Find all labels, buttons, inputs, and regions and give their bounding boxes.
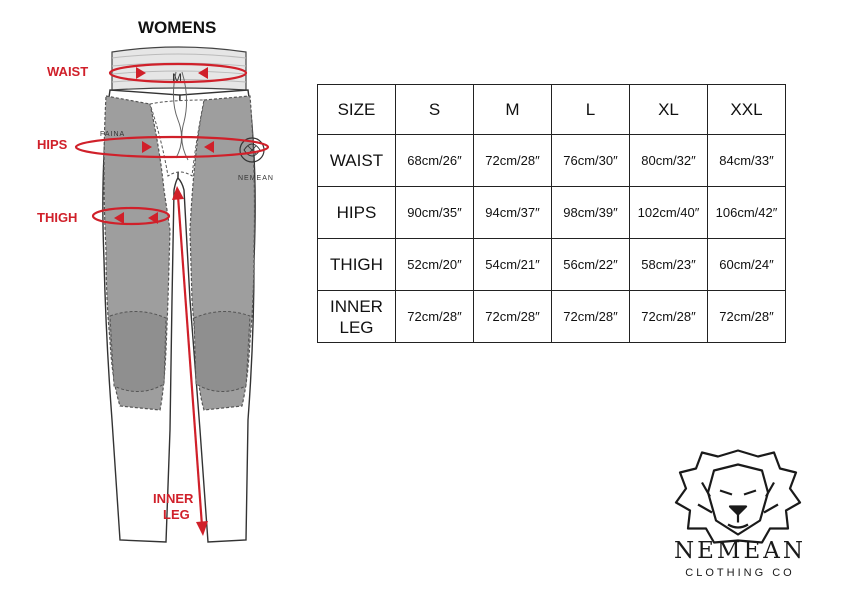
- inner-leg-measure-arrow: [172, 186, 208, 536]
- table-cell: 56cm/22″: [551, 238, 630, 291]
- inner-leg-label-line2: LEG: [163, 507, 190, 522]
- row-label-inner-leg: INNER LEG: [317, 290, 396, 343]
- row-label-thigh: THIGH: [317, 238, 396, 291]
- row-label-hips: HIPS: [317, 186, 396, 239]
- table-row-inner-leg: INNER LEG 72cm/28″ 72cm/28″ 72cm/28″ 72c…: [317, 290, 786, 343]
- table-cell: 68cm/26″: [395, 134, 474, 187]
- thigh-label: THIGH: [37, 210, 78, 225]
- waistband: [111, 46, 247, 91]
- waist-label: WAIST: [47, 64, 89, 79]
- table-cell: 72cm/28″: [551, 290, 630, 343]
- table-cell: 106cm/42″: [707, 186, 786, 239]
- row-label-waist: WAIST: [317, 134, 396, 187]
- table-cell: 52cm/20″: [395, 238, 474, 291]
- table-cell: 90cm/35″: [395, 186, 474, 239]
- table-cell: 94cm/37″: [473, 186, 552, 239]
- header-cell-m: M: [473, 84, 552, 135]
- header-cell-xl: XL: [629, 84, 708, 135]
- header-cell-xxl: XXL: [707, 84, 786, 135]
- right-knee-patch: [193, 311, 251, 392]
- inner-leg-label: INNER LEG: [153, 491, 193, 523]
- table-row-hips: HIPS 90cm/35″ 94cm/37″ 98cm/39″ 102cm/40…: [317, 186, 786, 239]
- drawstring: [172, 71, 189, 161]
- left-knee-patch: [109, 311, 167, 392]
- table-cell: 80cm/32″: [629, 134, 708, 187]
- header-cell-l: L: [551, 84, 630, 135]
- table-cell: 84cm/33″: [707, 134, 786, 187]
- table-cell: 60cm/24″: [707, 238, 786, 291]
- inner-leg-label-line1: INNER: [153, 491, 194, 506]
- waist-measure-ellipse: [108, 62, 248, 84]
- table-cell: 54cm/21″: [473, 238, 552, 291]
- lion-head-icon: [674, 449, 802, 544]
- table-cell: 76cm/30″: [551, 134, 630, 187]
- table-cell: 72cm/28″: [707, 290, 786, 343]
- row-label-inner-leg-line1: INNER: [330, 296, 383, 316]
- pants-diagram: WOMENS M FAINA: [0, 0, 300, 595]
- header-cell-size: SIZE: [317, 84, 396, 135]
- table-cell: 58cm/23″: [629, 238, 708, 291]
- hips-label: HIPS: [37, 137, 68, 152]
- brand-name: NEMEAN: [674, 538, 806, 564]
- table-cell: 102cm/40″: [629, 186, 708, 239]
- table-row-thigh: THIGH 52cm/20″ 54cm/21″ 56cm/22″ 58cm/23…: [317, 238, 786, 291]
- waistband-letter: M: [172, 71, 182, 85]
- table-cell: 98cm/39″: [551, 186, 630, 239]
- leg-print-text: NEMEAN: [238, 175, 274, 182]
- row-label-inner-leg-line2: LEG: [339, 317, 374, 337]
- pants-illustration: M FAINA NEMEAN: [74, 46, 274, 543]
- table-header-row: SIZE S M L XL XXL: [317, 84, 786, 135]
- table-cell: 72cm/28″: [629, 290, 708, 343]
- figure-title: WOMENS: [138, 18, 217, 37]
- brand-subtitle: CLOTHING CO: [685, 567, 795, 579]
- thigh-measure-ellipse: [91, 206, 171, 226]
- header-cell-s: S: [395, 84, 474, 135]
- table-cell: 72cm/28″: [395, 290, 474, 343]
- table-cell: 72cm/28″: [473, 290, 552, 343]
- size-chart-table: SIZE S M L XL XXL WAIST 68cm/26″ 72cm/28…: [317, 84, 786, 343]
- hips-measure-ellipse: [74, 135, 270, 159]
- hip-print-text: FAINA: [100, 131, 125, 138]
- table-row-waist: WAIST 68cm/26″ 72cm/28″ 76cm/30″ 80cm/32…: [317, 134, 786, 187]
- table-cell: 72cm/28″: [473, 134, 552, 187]
